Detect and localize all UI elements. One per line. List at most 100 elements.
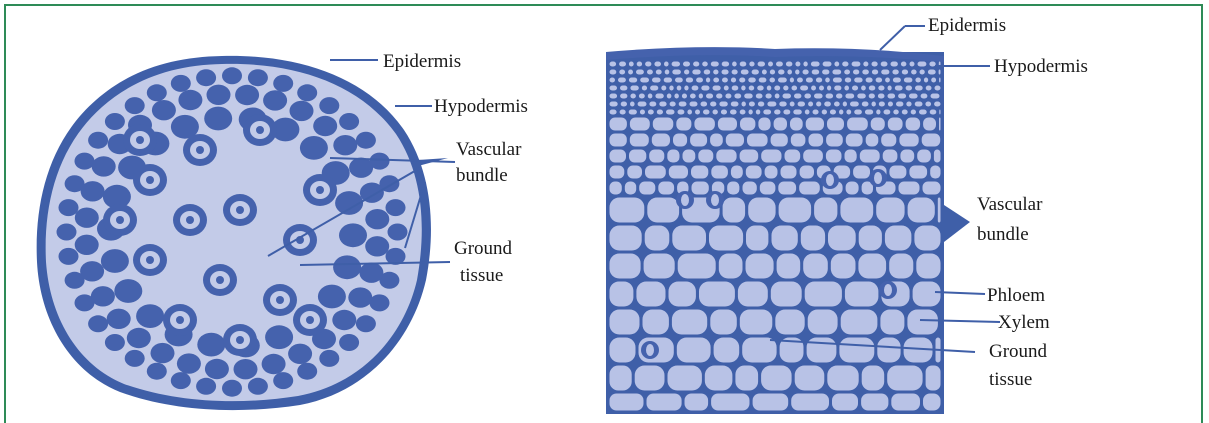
ground-cell <box>664 62 669 67</box>
vascular-bundle <box>125 97 145 114</box>
ground-cell <box>630 86 638 91</box>
ground-cell <box>939 70 941 75</box>
ground-cell <box>862 366 885 391</box>
inner-vascular-bundle <box>183 134 217 166</box>
right-label-vascular-2: bundle <box>977 224 1029 245</box>
ground-cell <box>682 94 687 99</box>
ground-cell <box>775 94 780 99</box>
ground-cell <box>610 134 627 147</box>
ground-cell <box>876 110 880 115</box>
vascular-bundle <box>263 90 287 110</box>
ground-cell <box>767 86 772 91</box>
ground-cell <box>834 62 839 67</box>
ground-cell <box>610 94 618 99</box>
ground-cell <box>765 166 778 179</box>
ground-cell <box>645 226 670 251</box>
ground-cell <box>798 102 805 107</box>
ground-cell <box>787 70 792 75</box>
ground-cell <box>672 62 680 67</box>
right-label-epidermis: Epidermis <box>928 15 1006 36</box>
vascular-bundle <box>348 287 372 307</box>
ground-cell <box>630 134 649 147</box>
ground-cell <box>791 394 829 411</box>
ground-cell <box>719 102 727 107</box>
ground-cell <box>803 62 807 67</box>
ground-cell <box>741 70 749 75</box>
ground-cell <box>822 70 829 75</box>
ground-cell <box>904 78 913 83</box>
ground-cell <box>854 110 862 115</box>
ground-cell <box>618 78 626 83</box>
ground-cell <box>781 166 797 179</box>
ground-cell <box>749 102 755 107</box>
ground-cell <box>679 102 687 107</box>
ground-cell <box>620 94 627 99</box>
ground-cell <box>627 166 642 179</box>
ground-cell <box>746 166 762 179</box>
ground-cell <box>833 78 842 83</box>
ground-cell <box>844 70 850 75</box>
ground-cell <box>845 150 857 163</box>
ground-cell <box>672 226 706 251</box>
ground-cell <box>876 78 883 83</box>
ground-cell <box>775 310 804 335</box>
ground-cell <box>898 94 906 99</box>
ground-cell <box>808 102 813 107</box>
ground-cell <box>669 282 696 307</box>
ground-cell <box>749 110 753 115</box>
ground-cell <box>914 226 940 251</box>
ground-cell <box>716 150 736 163</box>
ground-cell <box>702 62 708 67</box>
ground-cell <box>793 110 802 115</box>
ground-cell <box>779 198 812 223</box>
ground-cell <box>713 86 721 91</box>
ground-cell <box>811 62 820 67</box>
ground-cell <box>648 94 653 99</box>
ground-cell <box>896 102 903 107</box>
ground-cell <box>657 110 663 115</box>
ground-cell <box>880 310 904 335</box>
ground-cell <box>763 110 771 115</box>
ground-cell <box>845 94 854 99</box>
ground-cell <box>672 310 707 335</box>
ground-cell <box>881 134 896 147</box>
ground-cell <box>799 182 820 195</box>
ground-cell <box>630 94 636 99</box>
ground-cell <box>734 94 741 99</box>
ground-cell <box>931 78 936 83</box>
ground-cell <box>648 110 654 115</box>
ground-cell <box>872 70 878 75</box>
ground-cell <box>840 198 873 223</box>
ground-cell <box>832 70 841 75</box>
ground-cell <box>610 110 617 115</box>
ground-cell <box>711 394 749 411</box>
ground-cell <box>801 226 825 251</box>
ground-cell <box>872 62 878 67</box>
ground-cell <box>684 70 689 75</box>
ground-cell <box>653 118 674 131</box>
ground-cell <box>931 94 940 99</box>
inner-vascular-bundle <box>263 284 297 316</box>
ground-cell <box>899 182 920 195</box>
ground-cell <box>683 62 690 67</box>
ground-cell <box>923 182 941 195</box>
ground-cell <box>647 394 682 411</box>
ground-cell <box>887 366 922 391</box>
ground-cell <box>655 94 663 99</box>
ground-cell <box>906 86 912 91</box>
inner-vascular-bundle <box>223 194 257 226</box>
ground-cell <box>699 282 735 307</box>
vascular-bundle <box>288 344 312 364</box>
ground-cell <box>731 102 739 107</box>
ground-cell <box>649 150 664 163</box>
ground-cell <box>842 62 848 67</box>
ground-cell <box>891 394 920 411</box>
ground-cell <box>690 102 698 107</box>
ground-cell <box>854 78 862 83</box>
ground-cell <box>869 94 875 99</box>
vascular-bundle <box>75 153 95 170</box>
ground-cell <box>792 86 798 91</box>
ground-cell <box>915 102 923 107</box>
ground-cell <box>830 110 836 115</box>
vascular-bundle <box>196 378 216 395</box>
